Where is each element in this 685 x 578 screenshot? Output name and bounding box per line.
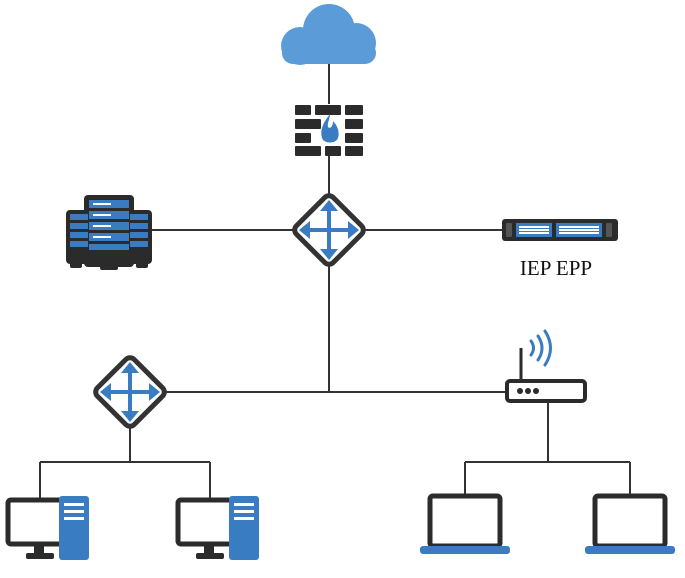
laptop-icon	[420, 493, 510, 554]
wifi-signal-icon	[529, 329, 552, 367]
wifi-router-icon	[505, 329, 587, 403]
server-rack-icon	[66, 195, 152, 270]
flame-icon	[321, 114, 339, 143]
connection-lines	[39, 62, 631, 500]
laptop-icon	[585, 493, 675, 554]
firewall-icon	[295, 105, 363, 156]
rack-appliance-icon	[502, 219, 618, 241]
desktop-computer-icon	[175, 496, 259, 560]
security-appliance-label: IEP EPP	[519, 256, 593, 280]
network-switch-icon	[292, 193, 366, 267]
cloud-icon	[281, 4, 376, 65]
desktop-computer-icon	[5, 496, 89, 560]
network-switch-icon	[93, 355, 167, 429]
